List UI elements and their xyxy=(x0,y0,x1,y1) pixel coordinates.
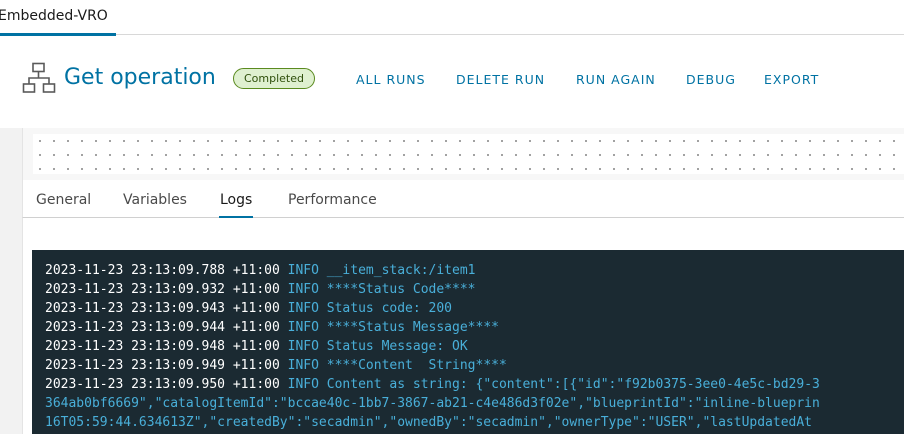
log-line: 2023-11-23 23:13:09.948 +11:00 INFO Stat… xyxy=(45,337,468,356)
log-timestamp: 2023-11-23 23:13:09.932 +11:00 xyxy=(45,282,280,297)
log-line: 2023-11-23 23:13:09.949 +11:00 INFO ****… xyxy=(45,356,507,375)
log-line: 2023-11-23 23:13:09.944 +11:00 INFO ****… xyxy=(45,318,499,337)
log-level: INFO xyxy=(287,301,319,316)
workflow-canvas[interactable] xyxy=(22,128,904,180)
workflow-diagram-icon xyxy=(22,62,56,93)
tab-embedded-vro[interactable]: Embedded-VRO xyxy=(0,0,116,36)
log-timestamp: 2023-11-23 23:13:09.949 +11:00 xyxy=(45,358,280,373)
page-title: Get operation xyxy=(64,65,216,90)
tab-embedded-vro-label: Embedded-VRO xyxy=(0,8,108,24)
log-message: Status Message: OK xyxy=(326,339,468,354)
canvas-dot-grid xyxy=(33,134,904,174)
tab-performance-label: Performance xyxy=(288,192,377,208)
active-tab-underline xyxy=(0,33,116,36)
log-message: 16T05:59:44.634613Z","createdBy":"secadm… xyxy=(45,415,813,430)
status-badge: Completed xyxy=(233,68,315,89)
all-runs-button[interactable]: ALL RUNS xyxy=(356,72,426,87)
log-level: INFO xyxy=(287,339,319,354)
log-timestamp: 2023-11-23 23:13:09.943 +11:00 xyxy=(45,301,280,316)
log-line: 2023-11-23 23:13:09.932 +11:00 INFO ****… xyxy=(45,280,476,299)
log-message: Content as string: {"content":[{"id":"f9… xyxy=(326,377,820,392)
tab-variables-label: Variables xyxy=(123,192,187,208)
log-level: INFO xyxy=(287,358,319,373)
log-message: ****Status Code**** xyxy=(326,282,476,297)
log-timestamp: 2023-11-23 23:13:09.944 +11:00 xyxy=(45,320,280,335)
tab-logs[interactable]: Logs xyxy=(219,192,254,219)
log-line: 2023-11-23 23:13:09.788 +11:00 INFO __it… xyxy=(45,261,476,280)
log-timestamp: 2023-11-23 23:13:09.950 +11:00 xyxy=(45,377,280,392)
log-level: INFO xyxy=(287,320,319,335)
tab-performance[interactable]: Performance xyxy=(288,192,377,208)
log-timestamp: 2023-11-23 23:13:09.948 +11:00 xyxy=(45,339,280,354)
log-message: __item_stack:/item1 xyxy=(326,263,476,278)
log-line-continuation: 16T05:59:44.634613Z","createdBy":"secadm… xyxy=(45,413,812,432)
log-message: Status code: 200 xyxy=(326,301,453,316)
tab-logs-label: Logs xyxy=(220,192,253,208)
run-again-button[interactable]: RUN AGAIN xyxy=(576,72,656,87)
delete-run-button[interactable]: DELETE RUN xyxy=(456,72,546,87)
logs-panel: 2023-11-23 23:13:09.788 +11:00 INFO __it… xyxy=(22,218,904,434)
log-line-continuation: 364ab0bf6669","catalogItemId":"bccae40c-… xyxy=(45,394,820,413)
log-timestamp: 2023-11-23 23:13:09.788 +11:00 xyxy=(45,263,280,278)
run-detail-tabs: General Variables Logs Performance xyxy=(22,180,904,219)
log-console[interactable]: 2023-11-23 23:13:09.788 +11:00 INFO __it… xyxy=(32,250,904,434)
debug-button[interactable]: DEBUG xyxy=(686,72,736,87)
tab-variables[interactable]: Variables xyxy=(123,192,187,208)
log-line: 2023-11-23 23:13:09.950 +11:00 INFO Cont… xyxy=(45,375,820,394)
log-level: INFO xyxy=(287,377,319,392)
log-level: INFO xyxy=(287,282,319,297)
left-rail xyxy=(0,128,22,434)
log-level: INFO xyxy=(287,263,319,278)
page-header: Get operation Completed ALL RUNS DELETE … xyxy=(22,62,902,98)
log-message: ****Status Message**** xyxy=(326,320,499,335)
tab-general-label: General xyxy=(36,192,92,208)
log-line: 2023-11-23 23:13:09.943 +11:00 INFO Stat… xyxy=(45,299,452,318)
active-tab-underline xyxy=(219,216,254,219)
log-message: ****Content String**** xyxy=(326,358,507,373)
export-button[interactable]: EXPORT xyxy=(764,72,820,87)
log-message: 364ab0bf6669","catalogItemId":"bccae40c-… xyxy=(45,396,820,411)
top-tab-strip: Embedded-VRO xyxy=(0,0,904,36)
tab-general[interactable]: General xyxy=(36,192,91,208)
